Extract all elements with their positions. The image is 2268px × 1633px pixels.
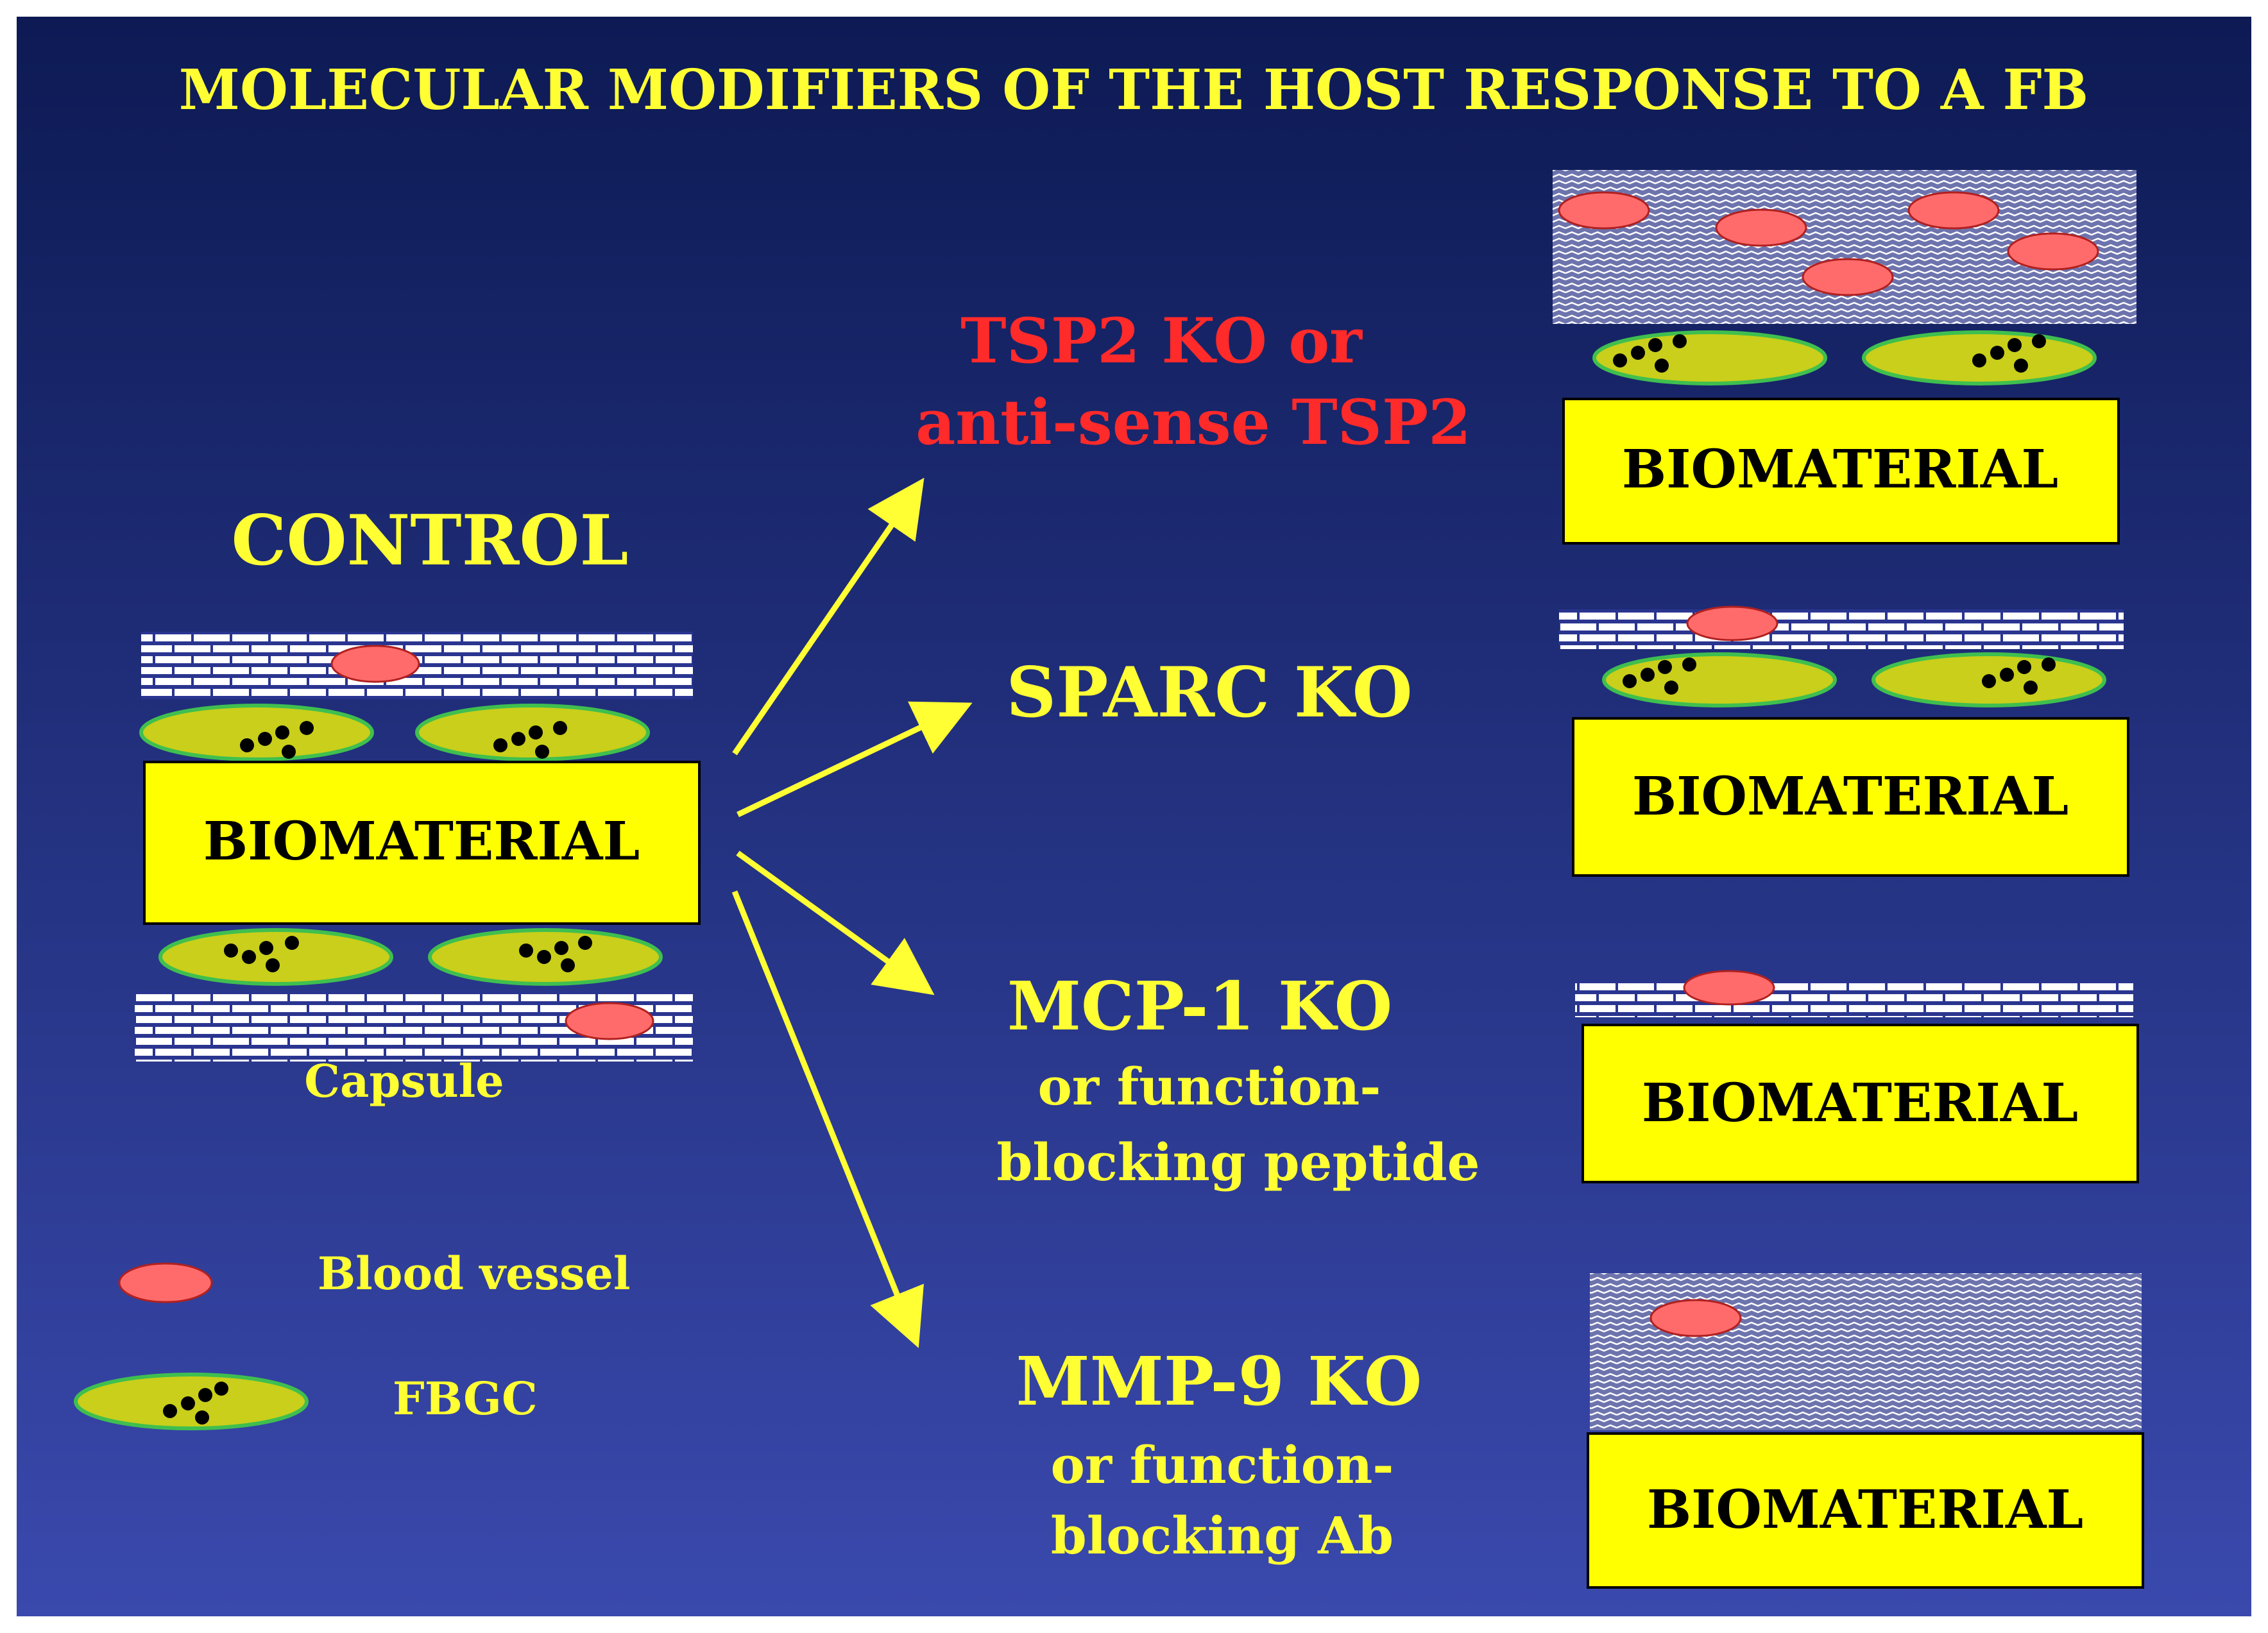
fbgc-cell — [428, 928, 663, 986]
tsp2-label-line2: anti-sense TSP2 — [916, 386, 1471, 459]
arrow-to-sparc — [737, 701, 973, 818]
legend-blood-vessel-label: Blood vessel — [318, 1247, 631, 1300]
blood-vessel — [1683, 970, 1775, 1006]
tsp2-biomaterial-label: BIOMATERIAL — [1622, 439, 2058, 500]
legend-blood-vessel-icon — [118, 1262, 213, 1303]
blood-vessel — [2007, 232, 2099, 271]
fbgc-cell — [1862, 330, 2097, 385]
mcp1-label-line2: or function- — [1038, 1056, 1381, 1117]
capsule-label: Capsule — [304, 1054, 504, 1108]
blood-vessel — [565, 1002, 654, 1040]
fbgc-cell — [1592, 330, 1827, 385]
sparc-label: SPARC KO — [1006, 652, 1413, 733]
mmp9-label-line3: blocking Ab — [1051, 1505, 1394, 1566]
biomaterial-block — [1587, 1432, 2144, 1589]
arrow-to-tsp2 — [732, 477, 925, 756]
fbgc-cell — [139, 704, 374, 761]
biomaterial-block — [1572, 717, 2129, 877]
blood-vessel — [1558, 191, 1650, 230]
legend-fbgc-label: FBGC — [393, 1372, 538, 1425]
control-heading: CONTROL — [232, 500, 629, 581]
loose-tissue-layer — [1590, 1273, 2142, 1430]
mmp9-label-line2: or function- — [1051, 1435, 1394, 1495]
control-biomaterial-block — [143, 761, 701, 925]
slide-title: MOLECULAR MODIFIERS OF THE HOST RESPONSE… — [179, 58, 2089, 123]
arrow-to-mmp9 — [731, 890, 924, 1348]
biomaterial-block — [1582, 1024, 2139, 1183]
tsp2-label-line1: TSP2 KO or — [960, 305, 1363, 377]
fbgc-cell — [158, 928, 393, 986]
mmp9-label-line1: MMP-9 KO — [1016, 1342, 1422, 1421]
fbgc-cell — [1602, 652, 1837, 707]
biomaterial-block — [1562, 398, 2120, 545]
sparc-biomaterial-label: BIOMATERIAL — [1632, 766, 2068, 827]
tsp2-outcome — [1553, 170, 2136, 545]
arrow-to-mcp1 — [736, 850, 935, 995]
fbgc-cell — [415, 704, 650, 761]
blood-vessel — [1802, 258, 1894, 296]
mmp9-biomaterial-label: BIOMATERIAL — [1647, 1479, 2083, 1541]
sparc-outcome — [1559, 605, 2129, 877]
blood-vessel — [1650, 1299, 1742, 1337]
capsule-layer — [1575, 981, 2133, 1017]
arrows — [731, 477, 973, 1348]
blood-vessel — [330, 645, 420, 683]
mcp1-biomaterial-label: BIOMATERIAL — [1642, 1072, 2078, 1134]
fbgc-cell — [1872, 652, 2106, 707]
blood-vessel — [1715, 208, 1807, 247]
blood-vessel — [1907, 191, 2000, 230]
capsule-layer — [1559, 609, 2124, 649]
control-biomaterial-label: BIOMATERIAL — [203, 811, 640, 872]
mcp1-label-line3: blocking peptide — [996, 1132, 1479, 1192]
legend-fbgc-icon — [74, 1373, 309, 1430]
mcp1-outcome — [1575, 970, 2139, 1183]
mcp1-label-line1: MCP-1 KO — [1007, 967, 1392, 1045]
mmp9-outcome — [1587, 1273, 2144, 1589]
blood-vessel — [1686, 605, 1778, 641]
